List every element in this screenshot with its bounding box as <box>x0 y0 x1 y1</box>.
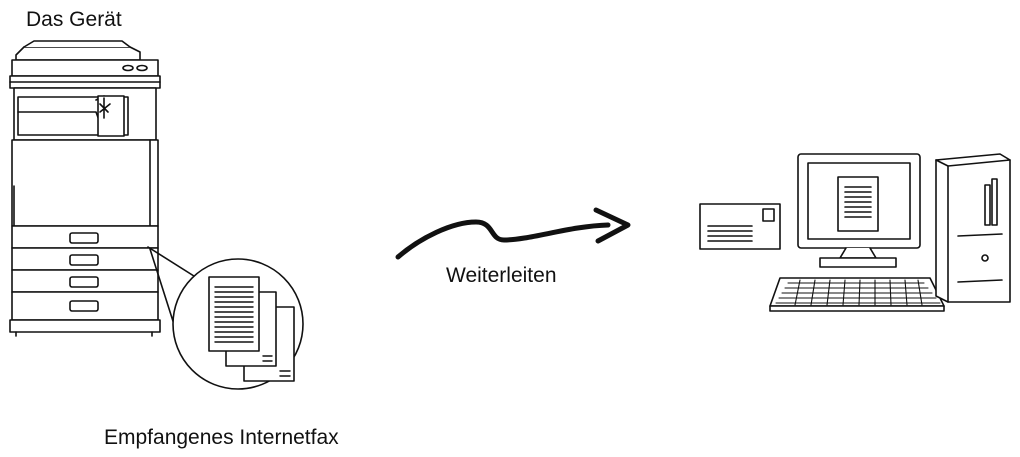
device-label: Das Gerät <box>26 8 122 31</box>
envelope-icon <box>699 203 781 250</box>
document-stack-callout <box>147 246 304 390</box>
multifunction-printer-icon <box>9 40 161 337</box>
forward-label: Weiterleiten <box>446 264 557 287</box>
curved-forward-arrow-icon <box>395 207 631 260</box>
received-fax-label: Empfangenes Internetfax <box>104 426 339 449</box>
desktop-computer-icon <box>769 153 1011 312</box>
document-stack-icon <box>208 276 295 382</box>
